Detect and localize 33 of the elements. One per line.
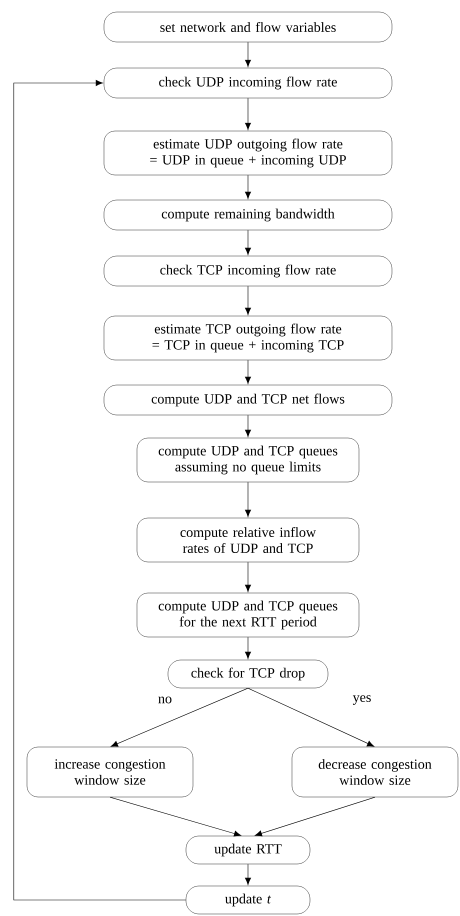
arrow: [244, 42, 251, 67]
process-box: increase congestion window size: [26, 746, 194, 798]
arrow: [244, 174, 251, 199]
process-box: update t: [186, 886, 310, 914]
arrow: [244, 636, 251, 659]
arrow: [244, 414, 251, 437]
edge-label: no: [157, 696, 173, 704]
arrow: [244, 286, 251, 315]
process-box: update RTT: [186, 836, 310, 864]
arrow: [244, 360, 251, 384]
process-box: decrease congestion window size: [292, 746, 458, 798]
arrow: [248, 688, 374, 747]
process-box: compute UDP and TCP net flows: [104, 384, 392, 416]
process-box: estimate TCP outgoing flow rate = TCP in queue + incoming TCP: [104, 316, 392, 360]
arrow: [244, 562, 251, 592]
process-box: compute UDP and TCP queues for the next RTT period: [136, 592, 360, 638]
process-box: check TCP incoming flow rate: [104, 256, 392, 286]
arrow: [14, 80, 186, 900]
process-box: check for TCP drop: [168, 660, 328, 688]
process-box: set network and flow variables: [104, 12, 392, 42]
arrow: [244, 230, 251, 255]
process-box: compute remaining bandwidth: [104, 200, 392, 230]
arrow: [244, 98, 251, 130]
process-box: check UDP incoming flow rate: [104, 68, 392, 98]
process-box: compute UDP and TCP queues assuming no queue limits: [136, 438, 360, 482]
arrow: [110, 796, 242, 837]
arrow: [244, 864, 251, 885]
process-box: estimate UDP outgoing flow rate = UDP in queue + incoming UDP: [104, 130, 392, 176]
arrow: [244, 482, 251, 517]
edge-label: yes: [352, 694, 372, 706]
process-box: compute relative inflow rates of UDP and TCP: [136, 518, 360, 562]
arrow: [254, 796, 376, 836]
arrow: [110, 688, 248, 747]
